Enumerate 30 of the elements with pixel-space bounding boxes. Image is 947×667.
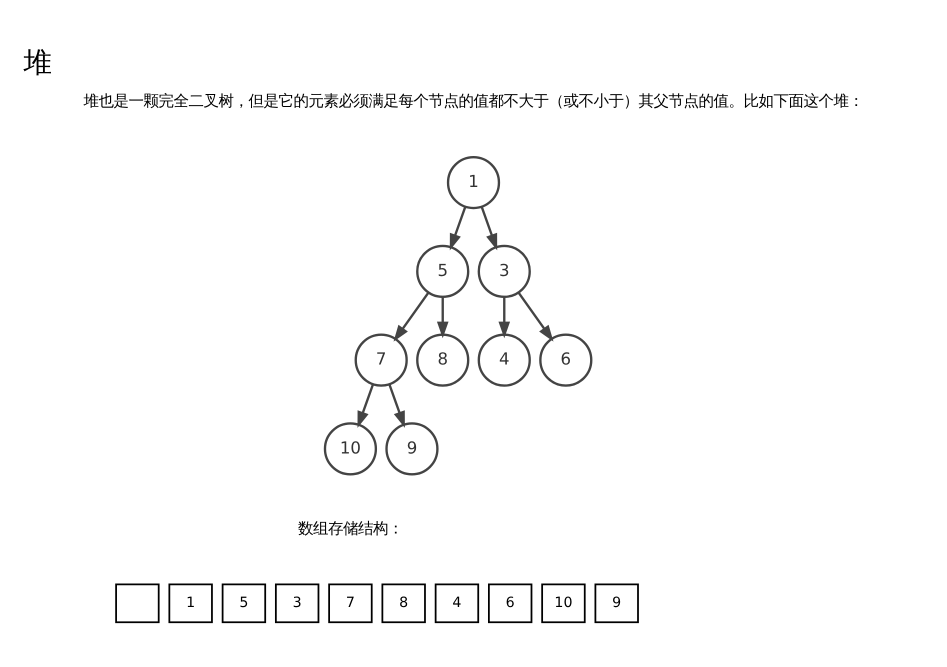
node-circle: 4 — [478, 334, 531, 387]
node-box: 10 — [541, 584, 586, 624]
arrow — [358, 384, 374, 428]
node-circle: 1 — [446, 156, 500, 210]
node-circle: 10 — [324, 422, 378, 476]
node-circle: 8 — [416, 334, 470, 387]
node-circle: 3 — [478, 244, 531, 298]
node-box: 9 — [594, 584, 639, 624]
node-box: 7 — [328, 584, 373, 624]
label: 堆也是一颗完全二叉树，但是它的元素必须满足每个节点的值都不大于（或不小于）其父节点的值。比如下面这个堆： — [84, 92, 864, 110]
node-box: 5 — [222, 584, 266, 624]
label: 数组存储结构： — [298, 519, 403, 538]
arrow — [450, 206, 466, 250]
diagram-title: 堆 — [23, 46, 52, 80]
node-box: 8 — [381, 584, 426, 624]
node-box — [115, 584, 160, 624]
arrow — [388, 384, 405, 428]
node-box: 1 — [168, 584, 213, 624]
node-box: 6 — [488, 584, 532, 624]
node-circle: 9 — [385, 422, 439, 476]
node-circle: 5 — [416, 244, 470, 298]
node-circle: 7 — [354, 334, 408, 387]
arrow — [518, 292, 554, 342]
node-box: 3 — [274, 584, 320, 624]
node-box: 4 — [434, 584, 480, 624]
arrow — [480, 206, 498, 250]
arrow — [498, 297, 510, 338]
arrow — [436, 297, 449, 338]
arrow — [394, 292, 430, 342]
node-circle: 6 — [539, 334, 592, 387]
